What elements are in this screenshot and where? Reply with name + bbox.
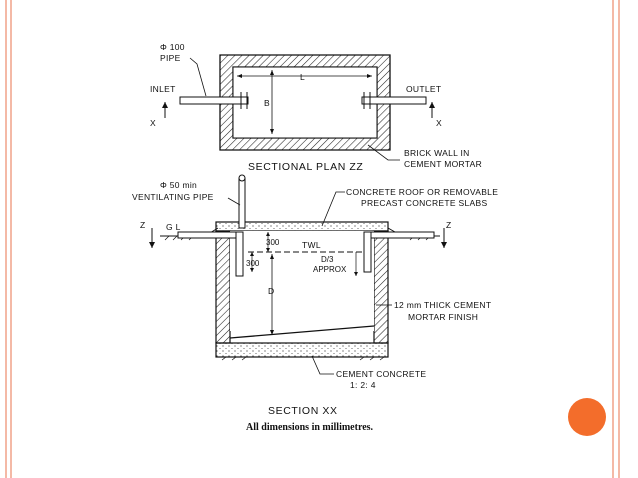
roof-note-line2: PRECAST CONCRETE SLABS: [361, 198, 487, 208]
section-title: SECTION XX: [268, 405, 338, 417]
ground-level-label: G L: [166, 222, 181, 232]
section-outlet-pipe: [365, 231, 435, 239]
sloping-floor: [229, 325, 375, 339]
concrete-note-line2: 1: 2: 4: [350, 380, 376, 390]
vent-pipe-label: VENTILATING PIPE: [132, 192, 214, 202]
twl-label: TWL: [302, 240, 321, 250]
length-label: L: [300, 72, 305, 82]
concrete-leader: [311, 355, 334, 375]
roof-leader: [321, 191, 345, 227]
concrete-note-line1: CEMENT CONCRETE: [336, 369, 426, 379]
frame-line-right-outer: [618, 0, 620, 478]
outlet-label: OUTLET: [406, 84, 441, 94]
section-view: Φ 50 min VENTILATING PIPE CONCRETE ROOF …: [132, 174, 498, 433]
approx-label: APPROX: [313, 265, 347, 274]
outlet-pipe: [361, 96, 427, 105]
frame-line-left-inner: [10, 0, 12, 478]
vent-dia-label: Φ 50 min: [160, 180, 197, 190]
frame-line-left-outer: [5, 0, 7, 478]
inlet-pipe: [179, 96, 249, 105]
left-wall: [215, 230, 231, 344]
roof-note-line1: CONCRETE ROOF OR REMOVABLE: [346, 187, 498, 197]
wall-note-line2: CEMENT MORTAR: [404, 159, 482, 169]
section-mark-right: X: [436, 118, 442, 128]
orange-dot-decoration: [568, 398, 606, 436]
d3-label: D/3: [321, 255, 334, 264]
finish-note-line2: MORTAR FINISH: [408, 312, 478, 322]
pipe-word-label: PIPE: [160, 53, 181, 63]
outlet-tee: [363, 231, 372, 273]
wall-note-line1: BRICK WALL IN: [404, 148, 470, 158]
breadth-label: B: [264, 98, 270, 108]
dimensions-note: All dimensions in millimetres.: [246, 422, 374, 433]
ventilating-pipe: [238, 177, 246, 229]
dim-300-side: 300: [246, 259, 260, 268]
plan-view: Φ 100 PIPE INLET OUTLET L B X X BRICK WA…: [150, 42, 482, 173]
depth-label: D: [268, 286, 274, 296]
inlet-label: INLET: [150, 84, 176, 94]
frame-line-right-inner: [612, 0, 614, 478]
right-wall: [373, 230, 389, 344]
plan-title: SECTIONAL PLAN ZZ: [248, 161, 363, 173]
section-mark-left: X: [150, 118, 156, 128]
dim-300-top: 300: [266, 238, 280, 247]
z-mark-left: Z: [140, 220, 146, 230]
inlet-tee: [235, 231, 244, 277]
vent-leader: [227, 197, 241, 206]
section-inlet-pipe: [177, 231, 241, 239]
z-mark-right: Z: [446, 220, 452, 230]
pipe-diameter-label: Φ 100: [160, 42, 185, 52]
pipe-leader: [189, 57, 207, 97]
wall-leader: [367, 144, 400, 161]
base-concrete: [215, 342, 389, 358]
finish-note-line1: 12 mm THICK CEMENT: [394, 300, 491, 310]
